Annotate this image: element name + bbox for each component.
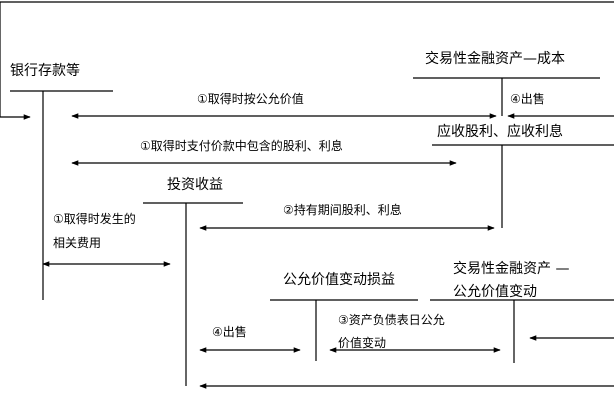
- account-tfa-fv-change-line1: 交易性金融资产 —: [453, 261, 570, 277]
- label-acquire-at-fair-value: ①取得时按公允价值: [197, 92, 304, 106]
- label-fv-change-line2: 价值变动: [338, 336, 387, 350]
- account-fv-change-gain-loss: 公允价值变动损益: [283, 272, 395, 288]
- label-sale-fv: ④出售: [212, 325, 247, 339]
- label-acquisition-expenses-line1: ①取得时发生的: [53, 212, 136, 226]
- label-sale-cost: ④出售: [510, 92, 545, 106]
- label-acquire-included-dividends: ①取得时支付价款中包含的股利、利息: [140, 139, 343, 153]
- account-tfa-fv-change-line2: 公允价值变动: [453, 284, 537, 300]
- label-holding-period-income: ②持有期间股利、利息: [283, 203, 402, 217]
- account-dividends-receivable: 应收股利、应收利息: [437, 124, 563, 140]
- label-fv-change-line1: ③资产负债表日公允: [338, 313, 445, 327]
- label-acquisition-expenses-line2: 相关费用: [53, 236, 102, 250]
- account-bank-deposit: 银行存款等: [10, 63, 80, 79]
- account-investment-income: 投资收益: [167, 177, 223, 193]
- account-tfa-cost: 交易性金融资产—成本: [425, 51, 565, 67]
